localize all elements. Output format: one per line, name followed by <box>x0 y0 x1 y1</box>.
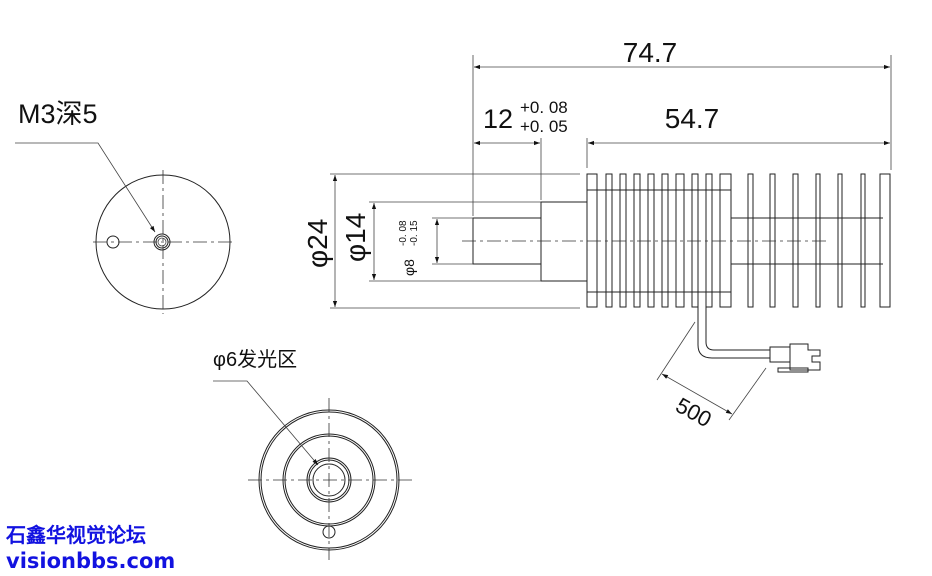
heatsink-fins <box>586 173 891 308</box>
shaft-diameter-dim: φ8 <box>401 259 417 276</box>
shaft-length-dim: 12 <box>483 104 513 134</box>
heatsink-fin <box>661 173 669 308</box>
heatsink-fin <box>769 173 776 308</box>
shaft-length-tol-upper: +0. 08 <box>520 98 568 117</box>
heatsink-fin <box>586 173 598 308</box>
shaft-length-tol-lower: +0. 05 <box>520 117 568 136</box>
heatsink-fin <box>605 173 613 308</box>
heatsink-fin <box>837 173 843 308</box>
neck-diameter-dim: φ14 <box>340 213 371 262</box>
end-view-top: M3深5 <box>15 99 233 314</box>
shaft-dia-tol-upper: -0. 08 <box>398 220 409 246</box>
heatsink-fin <box>815 173 821 308</box>
watermark-url: visionbbs.com <box>6 549 176 573</box>
heatsink-fin <box>747 173 754 308</box>
thread-hole-label: M3深5 <box>18 99 98 129</box>
body-diameter-dim: φ24 <box>302 219 333 268</box>
heatsink-fin <box>719 173 732 308</box>
heatsink-fin <box>647 173 655 308</box>
end-view-bottom: φ6发光区 <box>213 348 412 560</box>
heatsink-fin <box>860 173 866 308</box>
heatsink-fin <box>675 173 685 308</box>
emitting-area-label: φ6发光区 <box>213 348 297 371</box>
heatsink-fin <box>619 173 627 308</box>
total-length-dim: 74.7 <box>623 37 678 68</box>
heatsink-fin <box>879 173 891 308</box>
cable-length-dim: 500 <box>672 393 716 433</box>
heatsink-fin <box>633 173 641 308</box>
heatsink-fin <box>705 173 713 308</box>
side-view <box>462 173 891 373</box>
heatsink-fin <box>691 173 699 308</box>
heatsink-fin <box>792 173 799 308</box>
watermark-title: 石鑫华视觉论坛 <box>6 523 146 547</box>
shaft-dia-tol-lower: -0. 15 <box>409 220 420 246</box>
fin-length-dim: 54.7 <box>665 103 720 134</box>
